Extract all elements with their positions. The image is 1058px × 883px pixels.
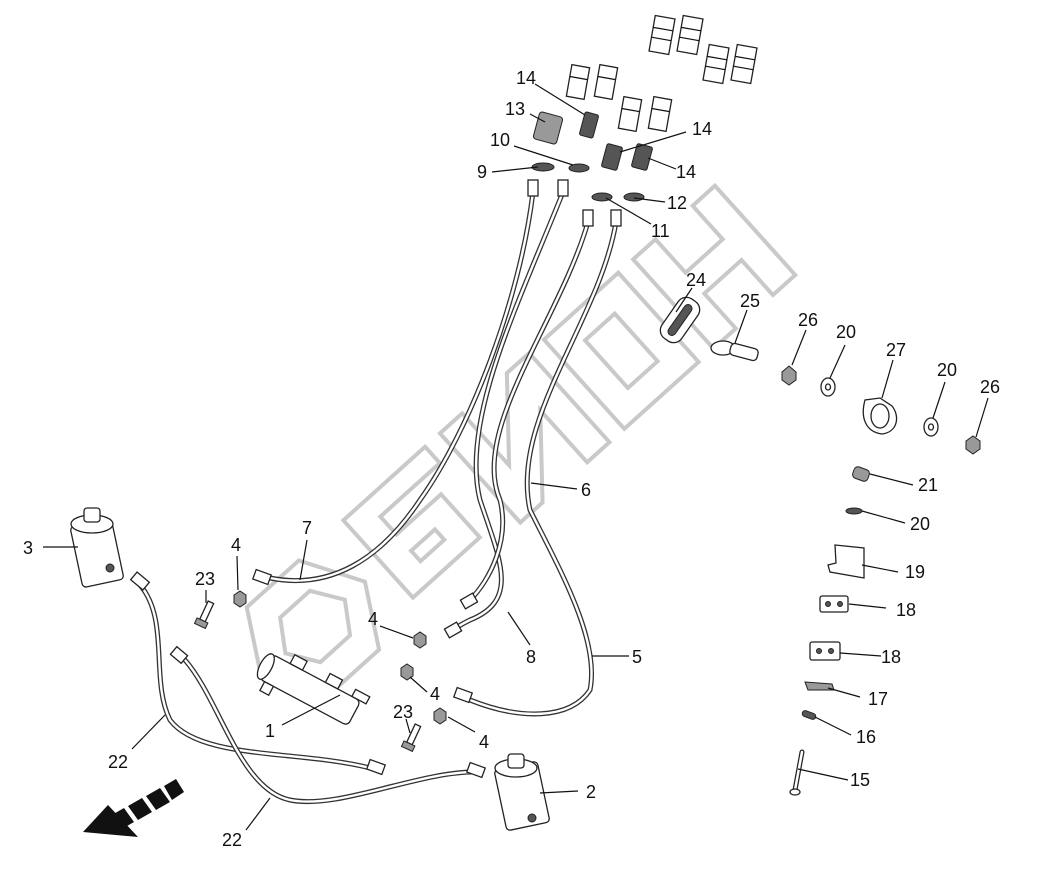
clamp-27 [862,397,898,435]
callout-26b: 26 [980,377,1000,397]
bizon-logo-watermark [244,182,799,699]
callout-14b: 14 [692,119,712,139]
lever-25 [710,340,759,362]
callout-4b: 4 [368,609,378,629]
callout-17: 17 [868,689,888,709]
callout-13: 13 [505,99,525,119]
callout-2: 2 [586,782,596,802]
callout-21: 21 [918,475,938,495]
callout-10: 10 [490,130,510,150]
callout-15: 15 [850,770,870,790]
hose-end-fittings [129,179,622,779]
forward-direction-arrow-icon [83,779,184,837]
bracket-19 [827,544,865,579]
callout-19: 19 [905,562,925,582]
callout-4c: 4 [430,684,440,704]
callout-3: 3 [23,538,33,558]
callout-1: 1 [265,721,275,741]
callout-12: 12 [667,193,687,213]
callout-18b: 18 [881,647,901,667]
nut-4-group [233,590,447,725]
callout-4d: 4 [479,732,489,752]
bolt-23-group [193,600,422,753]
spring-pin-16 [801,710,817,720]
callout-18a: 18 [896,600,916,620]
washer-20-group [820,377,939,515]
callout-5: 5 [632,647,642,667]
callout-23b: 23 [393,702,413,722]
callout-20b: 20 [937,360,957,380]
hydraulic-hoses [137,189,619,805]
callout-4a: 4 [231,535,241,555]
callout-20a: 20 [836,322,856,342]
callout-11: 11 [651,221,670,241]
callout-8: 8 [526,647,536,667]
leader-lines [43,83,989,831]
callout-14a: 14 [516,68,536,88]
callout-25: 25 [740,291,760,311]
callout-7: 7 [302,518,312,538]
cylinder-3 [70,507,124,588]
callout-6: 6 [581,480,591,500]
nut-26-group [781,365,981,455]
bolt-15 [789,749,805,796]
cylinder-2 [494,753,550,831]
callout-22a: 22 [108,752,128,772]
callout-23a: 23 [195,569,215,589]
callout-14c: 14 [676,162,696,182]
callout-24: 24 [686,270,706,290]
bushing-21 [852,466,870,482]
hose-holder-24 [659,296,701,344]
adapter-fittings [532,111,653,171]
hydraulic-valve-1 [256,653,371,725]
plate-18-group [809,595,849,661]
callout-labels: 1 2 3 4 4 4 4 5 6 7 8 9 10 11 12 13 14 1… [23,68,1000,850]
callout-20c: 20 [910,514,930,534]
callout-27: 27 [886,340,906,360]
quick-coupler-group [565,14,758,133]
callout-9: 9 [477,162,487,182]
callout-16: 16 [856,727,876,747]
callout-26a: 26 [798,310,818,330]
sealing-washers [531,162,645,202]
callout-22b: 22 [222,830,242,850]
